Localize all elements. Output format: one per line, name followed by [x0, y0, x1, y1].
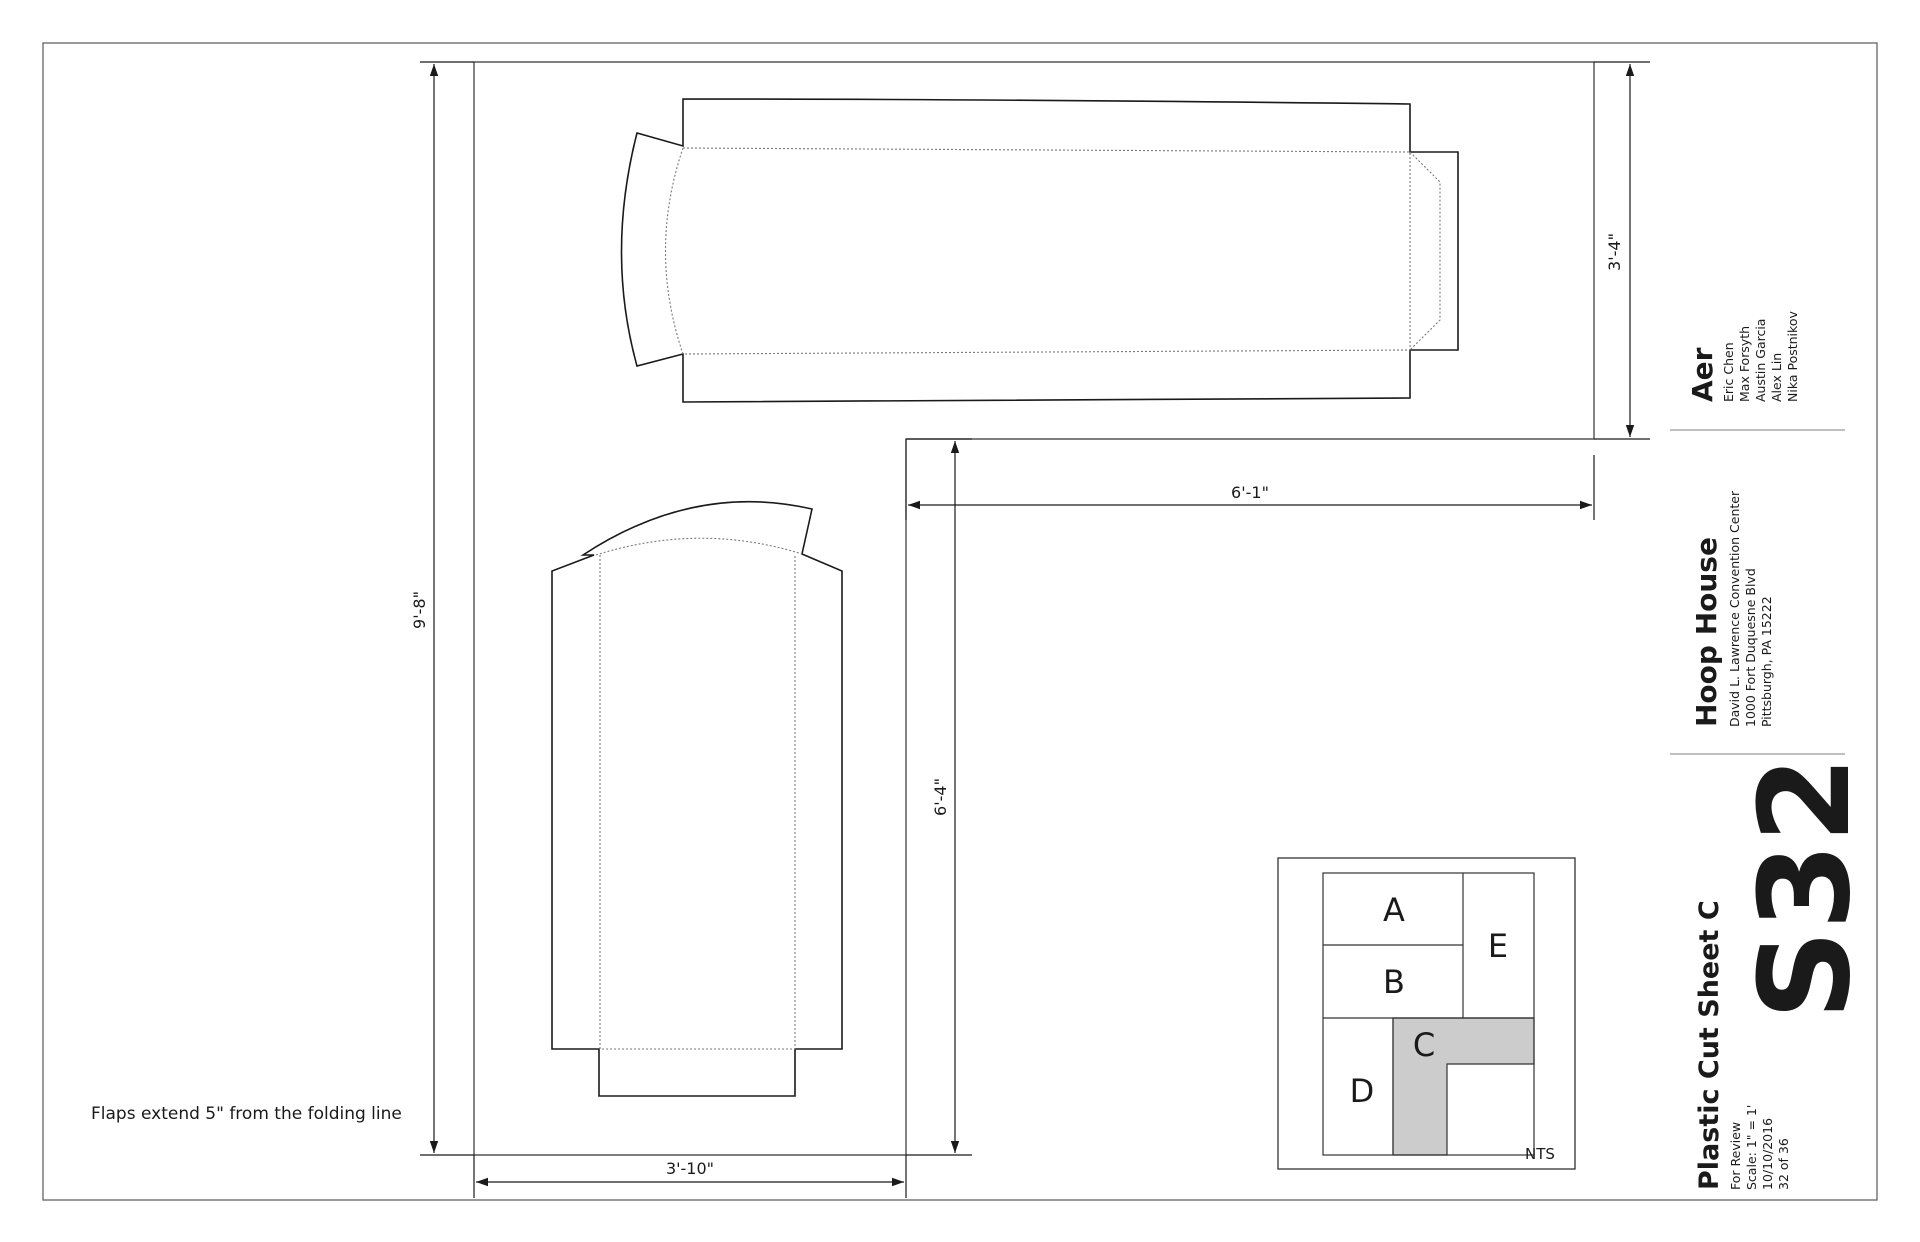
key-map-label-b: B: [1383, 963, 1405, 1001]
dimension-total-height-label: 9'-8": [410, 591, 429, 629]
bottom-piece-fold-line: [599, 555, 796, 1050]
top-piece-fold-line: [682, 147, 1411, 355]
dimension-notch-height-label: 6'-4": [931, 778, 950, 816]
top-piece-flap-fold: [1409, 151, 1441, 351]
key-map-label-a: A: [1383, 891, 1405, 929]
sheet-title: Plastic Cut Sheet C: [1694, 900, 1725, 1190]
bottom-piece-cut-line: [551, 500, 843, 1097]
dimension-notch-height: 6'-4": [906, 438, 972, 1156]
team-member-3: Austin Garcia: [1753, 319, 1768, 402]
project-name: Hoop House: [1690, 537, 1723, 727]
project-address-line-3: Pittsburgh, PA 15222: [1759, 596, 1774, 727]
sheet-detail-scale: Scale: 1" = 1': [1744, 1105, 1759, 1190]
top-piece-fold-arc: [665, 147, 684, 355]
sheet-outline: [473, 61, 1595, 1156]
dimension-top-piece-height-label: 3'-4": [1605, 233, 1624, 271]
sheet-detail-status: For Review: [1728, 1122, 1743, 1190]
key-map-label-d: D: [1350, 1072, 1375, 1110]
team-member-4: Alex Lin: [1769, 353, 1784, 402]
project-address-line-1: David L. Lawrence Convention Center: [1727, 490, 1742, 727]
dimension-top-piece-height: 3'-4": [1594, 61, 1650, 440]
sheet-border: [42, 42, 1878, 1201]
key-map-label-e: E: [1488, 927, 1508, 965]
title-block: Aer Eric Chen Max Forsyth Austin Garcia …: [1670, 311, 1878, 1190]
dimension-notch-width: 6'-1": [905, 439, 1595, 520]
team-section: Aer Eric Chen Max Forsyth Austin Garcia …: [1686, 311, 1800, 402]
top-piece-cut-line: [620, 98, 1459, 403]
sheet-detail-count: 32 of 36: [1776, 1138, 1791, 1190]
key-map: A B E C D NTS: [1277, 857, 1576, 1170]
dimension-bottom-width-label: 3'-10": [666, 1159, 714, 1178]
sheet-number: S32: [1733, 756, 1878, 1020]
dimension-total-height: 9'-8": [410, 61, 474, 1156]
dimension-bottom-width: 3'-10": [473, 1155, 907, 1198]
top-cut-piece: [620, 98, 1459, 403]
key-map-frame: [1277, 857, 1576, 1170]
team-member-5: Nika Postnikov: [1785, 311, 1800, 402]
sheet-detail-date: 10/10/2016: [1760, 1118, 1775, 1190]
flap-note: Flaps extend 5" from the folding line: [91, 1104, 402, 1124]
project-section: Hoop House David L. Lawrence Convention …: [1690, 490, 1774, 727]
bottom-cut-piece: [551, 500, 843, 1097]
team-member-1: Eric Chen: [1721, 342, 1736, 402]
key-map-scale-note: NTS: [1525, 1145, 1555, 1163]
key-map-label-c: C: [1413, 1026, 1435, 1064]
bottom-piece-fold-arc: [595, 537, 803, 556]
team-name: Aer: [1686, 347, 1719, 402]
sheet-section: Plastic Cut Sheet C For Review Scale: 1"…: [1694, 900, 1791, 1190]
team-member-2: Max Forsyth: [1737, 326, 1752, 402]
project-address-line-2: 1000 Fort Duquesne Blvd: [1743, 568, 1758, 727]
dimension-notch-width-label: 6'-1": [1231, 483, 1269, 502]
